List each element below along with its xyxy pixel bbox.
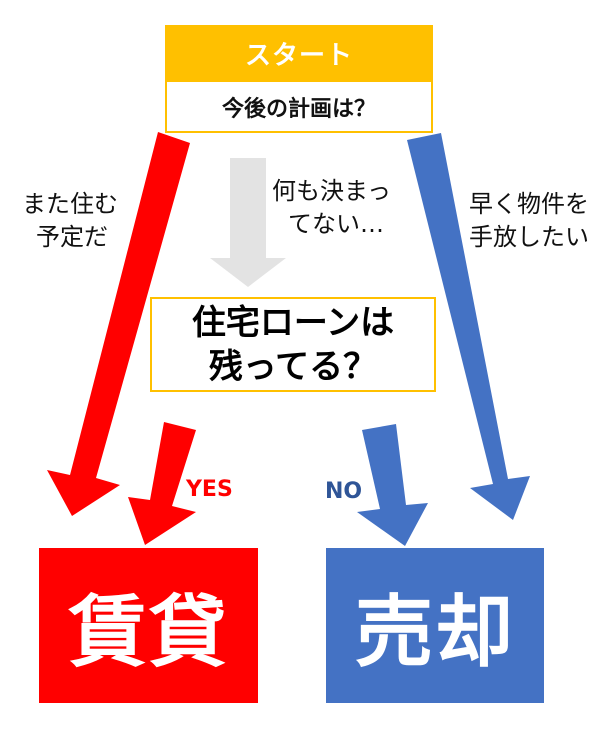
question-box: 今後の計画は？: [165, 82, 433, 133]
no-label: NO: [325, 479, 363, 504]
arrow-yes-to-rent: [128, 422, 196, 545]
sell-result-label: 売却: [354, 587, 515, 678]
loan-question-line2: 残ってる？: [208, 346, 378, 387]
right-branch-label: 早く物件を 手放したい: [469, 188, 589, 254]
loan-question-line1: 住宅ローンは: [191, 302, 395, 343]
rent-result-label: 賃貸: [68, 587, 229, 678]
left-branch-line1: また住む: [22, 190, 118, 218]
yes-label: YES: [186, 477, 233, 502]
middle-branch-label: 何も決まっ てない…: [272, 175, 391, 241]
loan-question-box: 住宅ローンは 残ってる？: [150, 297, 436, 392]
middle-branch-line1: 何も決まっ: [272, 177, 392, 205]
question-text: 今後の計画は？: [221, 96, 376, 122]
middle-branch-line2: てない…: [288, 210, 384, 238]
arrow-no-to-sell: [357, 424, 428, 546]
arrow-left-to-rent: [47, 132, 190, 516]
right-branch-line2: 手放したい: [469, 223, 589, 251]
start-label: スタート: [244, 41, 353, 71]
start-box: スタート: [165, 25, 433, 82]
arrow-neutral-down: [210, 158, 286, 287]
right-branch-line1: 早く物件を: [469, 190, 589, 218]
left-branch-label: また住む 予定だ: [22, 188, 118, 254]
arrow-right-to-sell: [407, 133, 530, 520]
sell-result-box: 売却: [326, 548, 544, 703]
left-branch-line2: 予定だ: [36, 223, 108, 251]
rent-result-box: 賃貸: [39, 548, 258, 703]
